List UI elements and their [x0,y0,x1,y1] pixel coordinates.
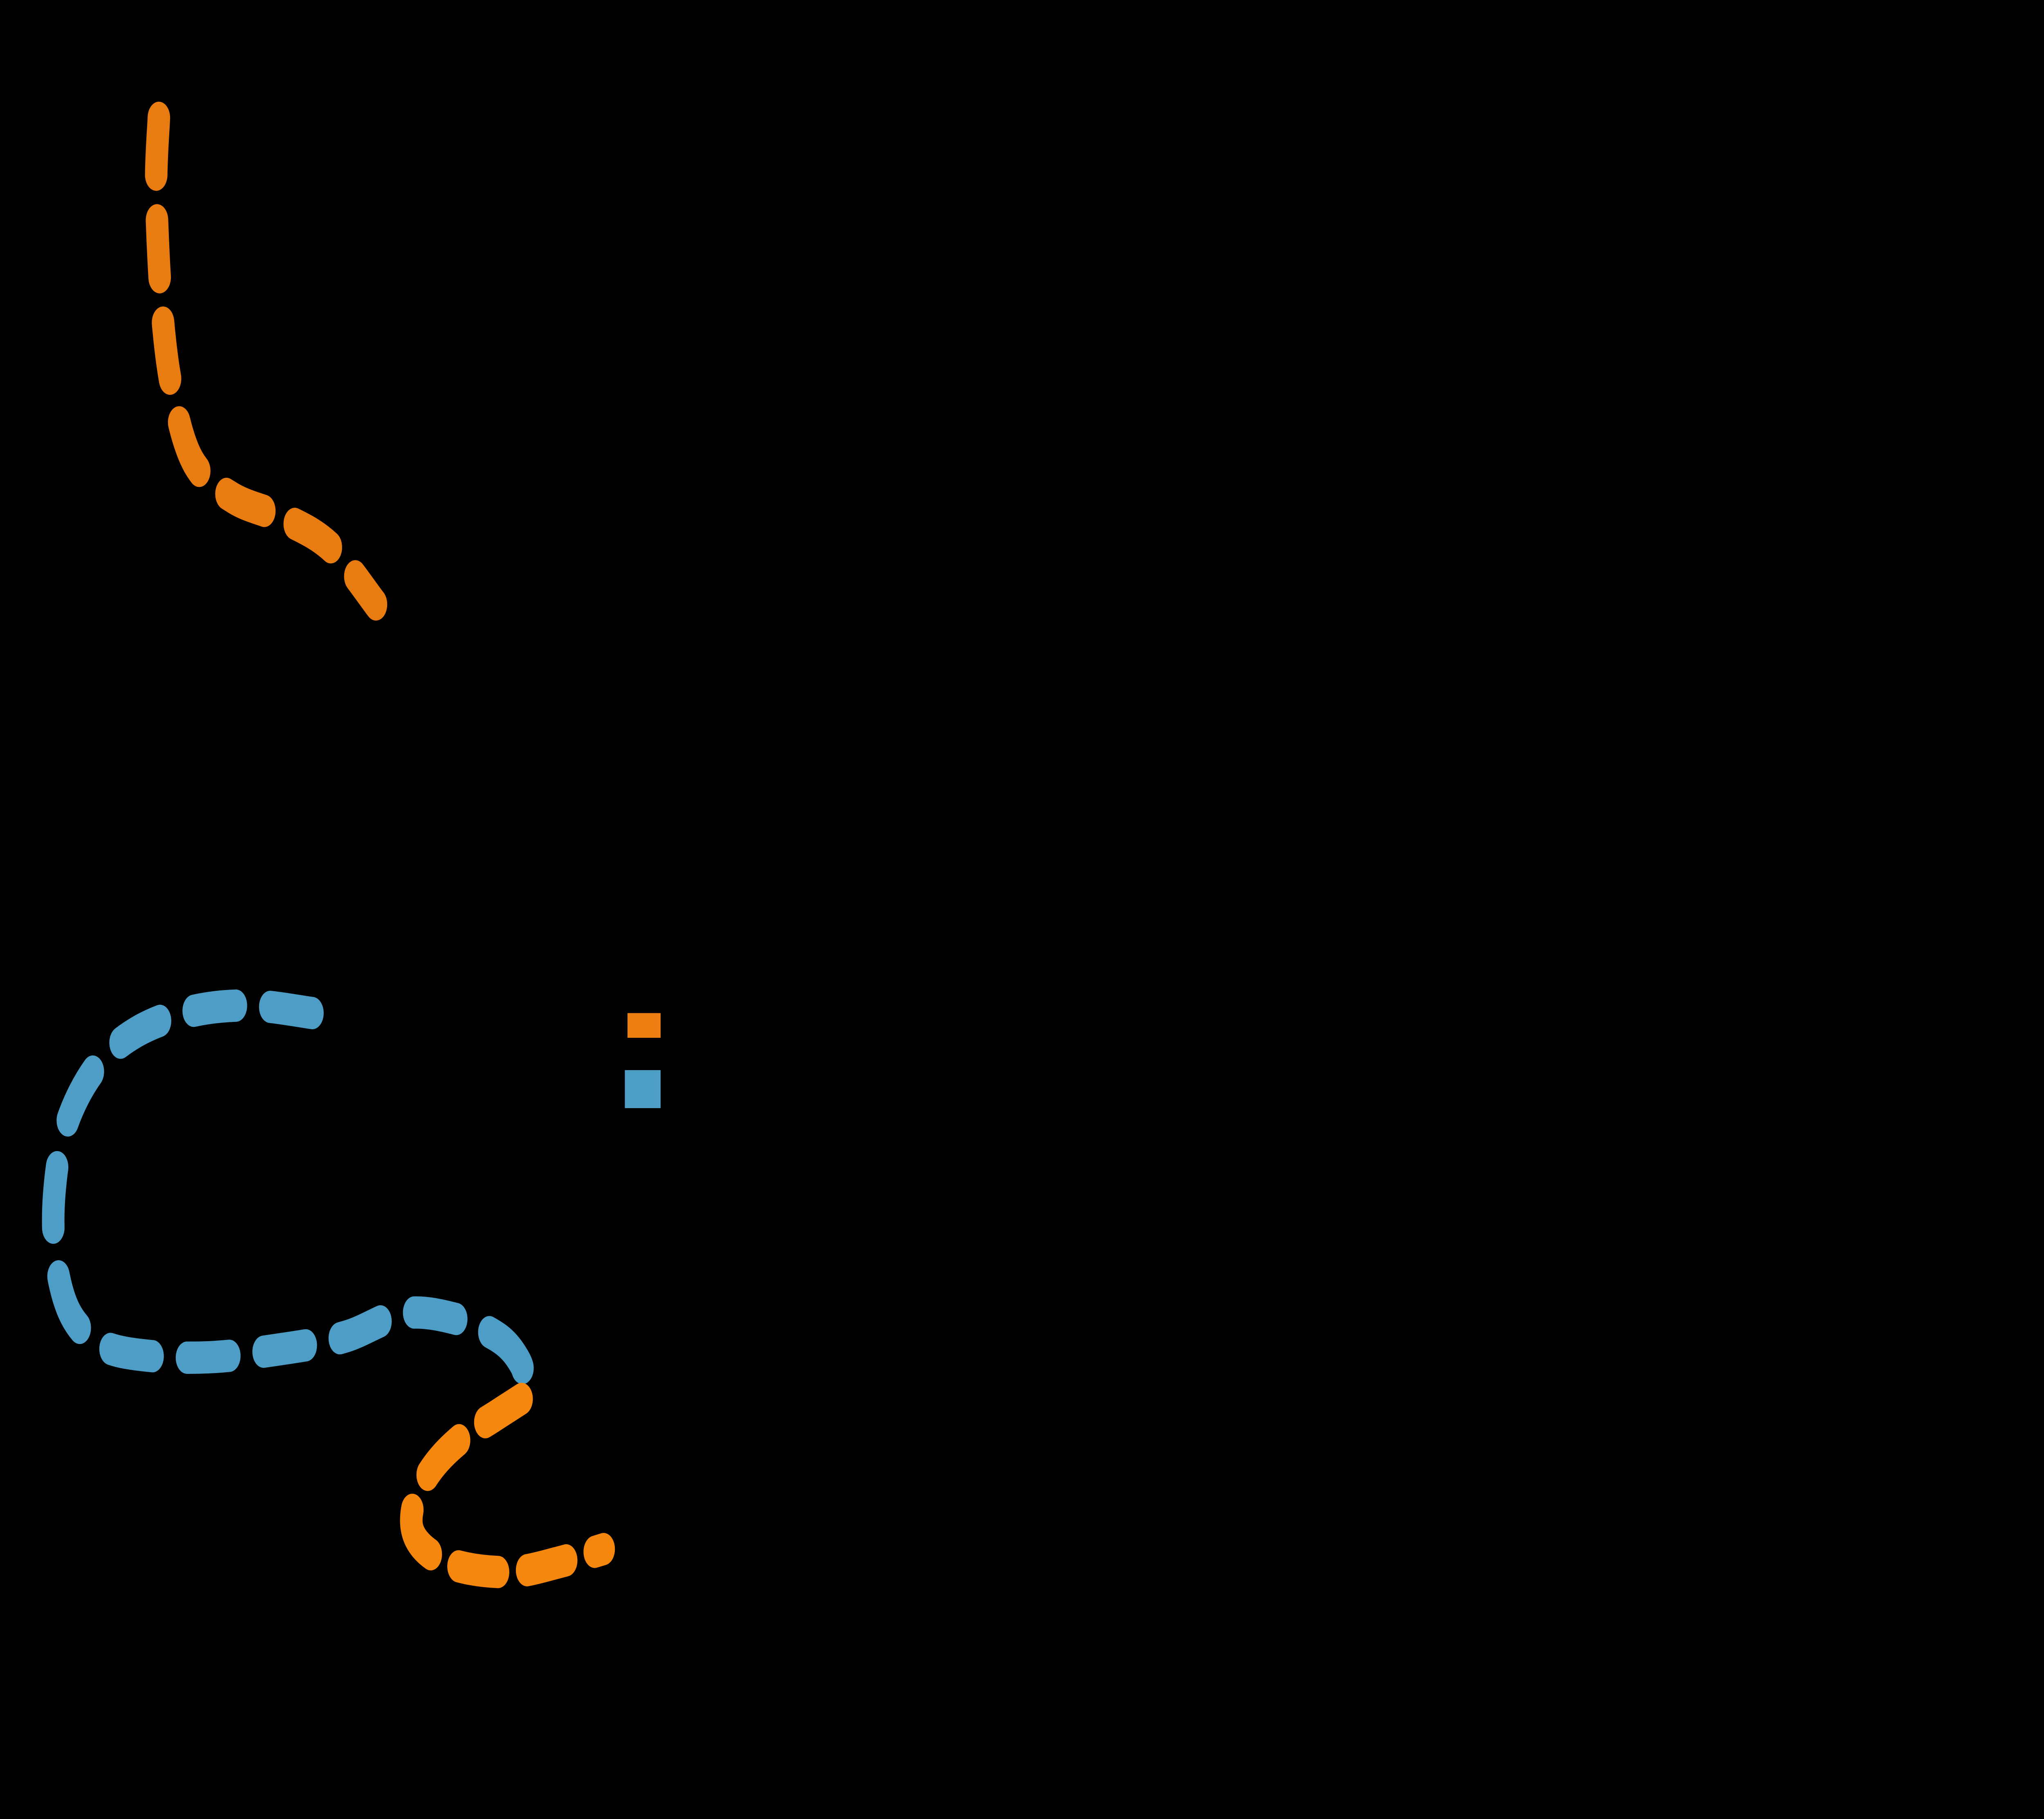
blue-route [42,989,537,1402]
orange-route-upper [145,101,388,621]
routes-layer [42,101,615,1588]
legend-swatch-blue [625,1070,661,1108]
legend-swatch-orange [627,1013,661,1038]
legend-layer [625,1013,661,1108]
orange-route-lower [400,1382,615,1588]
